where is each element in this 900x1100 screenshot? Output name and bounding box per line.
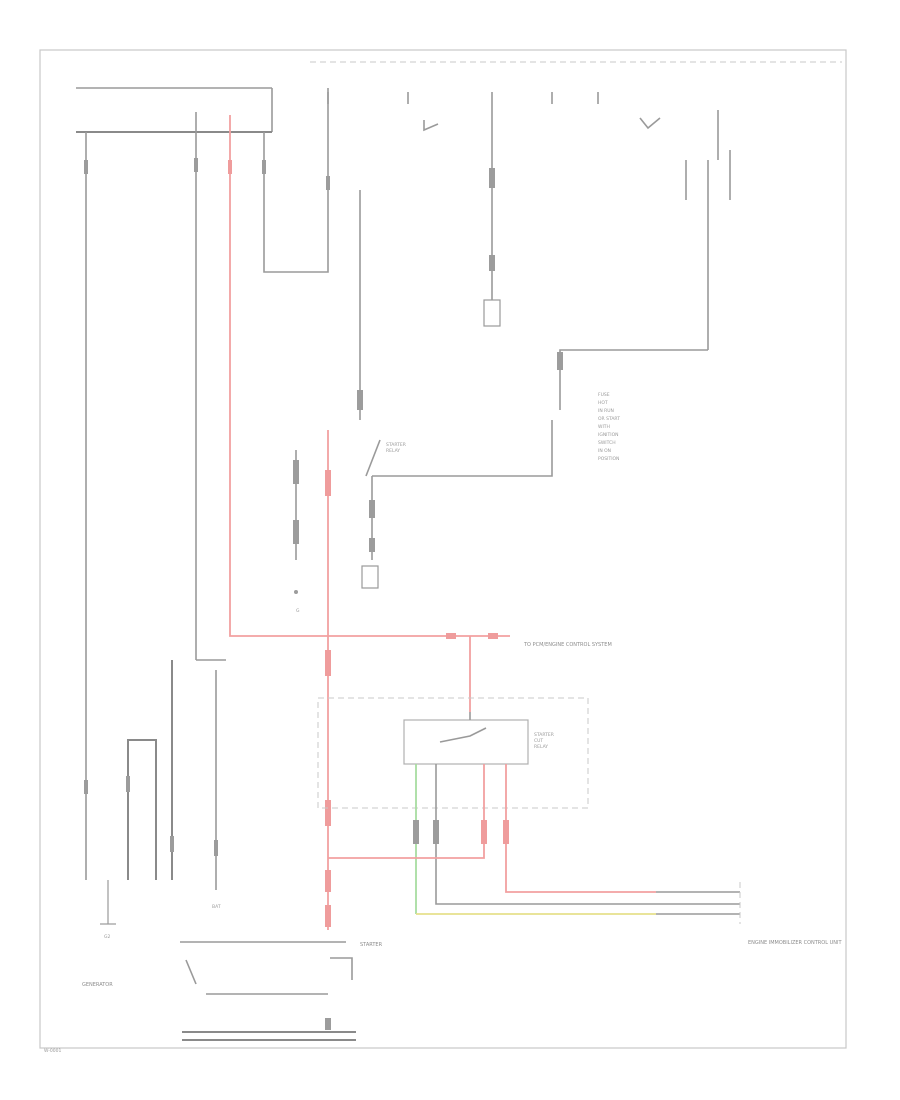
connector-c1: [84, 160, 88, 174]
connector-c3: [228, 160, 232, 174]
connector-c13: [293, 520, 299, 544]
connector-c6: [489, 168, 495, 188]
connector-c4: [262, 160, 266, 174]
switch-top-2: [639, 117, 661, 130]
connector-c5: [326, 176, 330, 190]
ecu-title: ENGINE IMMOBILIZER CONTROL UNIT: [748, 940, 842, 946]
connector-c12: [293, 460, 299, 484]
red-wire-2: [505, 764, 656, 893]
connector-c16: [325, 800, 331, 826]
relay-feed: [372, 420, 553, 477]
connector-c18: [325, 905, 331, 927]
starter-right-hook: [330, 957, 353, 980]
label-starter: STARTER: [360, 942, 383, 948]
diagram-frame: [39, 49, 847, 1049]
ground-symbol-2: [361, 565, 379, 589]
connector-c20: [488, 633, 498, 639]
label-powertrain-note: TO PCM/ENGINE CONTROL SYSTEM: [523, 642, 612, 648]
connector-c11: [369, 538, 375, 552]
relay-switch-1: [365, 439, 381, 477]
label-battery-pos: BAT: [212, 904, 221, 910]
connector-c27: [170, 836, 174, 852]
connector-c24: [503, 820, 509, 844]
switch-top-1: [423, 120, 439, 132]
right-connect-wire: [559, 349, 708, 410]
right-note-2: IN RUN: [598, 408, 614, 414]
connector-c26: [126, 776, 130, 792]
cutout-label-3: RELAY: [534, 744, 548, 750]
right-note-8: POSITION: [598, 456, 619, 462]
starter-switch: [185, 959, 197, 985]
cutout-label-1: STARTER: [534, 732, 554, 738]
connector-c25: [84, 780, 88, 794]
connector-c7: [489, 255, 495, 271]
connector-c29: [325, 1018, 331, 1030]
connector-c15: [325, 650, 331, 676]
ground-symbol-1: [483, 299, 501, 327]
battery-cable-1: [127, 739, 157, 880]
gray-wire-1: [435, 764, 656, 905]
splice-296: [294, 590, 298, 594]
right-note-7: IN ON: [598, 448, 611, 454]
connector-c2: [194, 158, 198, 172]
left-vertical-wire-3: [263, 88, 329, 273]
connector-c10: [369, 500, 375, 518]
relay-label-1: STARTER: [386, 442, 406, 448]
connector-c14: [325, 470, 331, 496]
starter-cut-relay-box: [403, 719, 529, 765]
red-wire-to-ecu: [328, 764, 485, 859]
cutout-label-2: CUT: [534, 738, 543, 744]
connector-c9: [357, 390, 363, 410]
connector-c23: [481, 820, 487, 844]
connector-c19: [446, 633, 456, 639]
relay-label-2: RELAY: [386, 448, 400, 454]
connector-c21: [413, 820, 419, 844]
label-generator: GENERATOR: [82, 982, 113, 988]
right-note-3: OR START: [598, 416, 620, 422]
connector-c17: [325, 870, 331, 892]
right-note-5: IGNITION: [598, 432, 619, 438]
label-page-id: W-0001: [44, 1048, 61, 1054]
red-power-wire: [229, 115, 510, 637]
relay-contact: [439, 727, 487, 743]
label-g2: G2: [104, 934, 110, 940]
right-note-1: HOT: [598, 400, 608, 406]
right-note-0: FUSE: [598, 392, 610, 398]
relay-box-dashed: [317, 697, 589, 809]
right-note-6: SWITCH: [598, 440, 616, 446]
label-g: G: [296, 608, 300, 614]
right-note-4: WITH: [598, 424, 610, 430]
connector-c22: [433, 820, 439, 844]
connector-c8: [557, 352, 563, 370]
ground-symbol-3: [100, 880, 116, 925]
connector-c28: [214, 840, 218, 856]
